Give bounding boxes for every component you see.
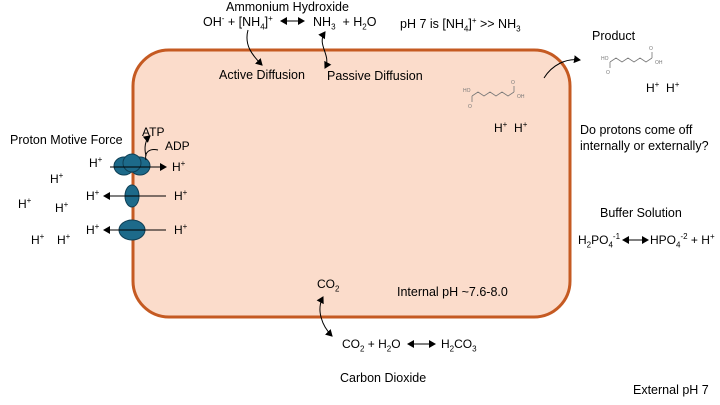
internal-ph-label: Internal pH ~7.6-8.0 — [397, 285, 508, 299]
svg-text:O: O — [649, 46, 653, 52]
buffer-equation-right: HPO4-2 + H+ — [650, 232, 715, 250]
molecule-inside — [471, 86, 515, 102]
proton-int-3: H+ — [174, 222, 188, 238]
active-diffusion-label: Active Diffusion — [219, 68, 305, 82]
proton-ext-4: H+ — [18, 196, 32, 212]
atp-label: ATP — [142, 125, 165, 139]
atp-out-arrow — [142, 135, 151, 157]
proton-ext-5: H+ — [55, 200, 69, 216]
product-protons: H+ H+ — [646, 80, 680, 96]
active-diffusion-arrow — [246, 29, 263, 66]
co2-equation-right: H2CO3 — [441, 337, 477, 354]
product-export-arrow — [543, 55, 581, 79]
proton-ext-3: H+ — [86, 188, 100, 204]
svg-text:O: O — [468, 104, 472, 110]
cell-membrane — [131, 48, 572, 319]
proton-ext-7: H+ — [31, 232, 45, 248]
buffer-title: Buffer Solution — [600, 206, 682, 220]
product-label: Product — [592, 29, 636, 43]
ammonium-title: Ammonium Hydroxide — [226, 0, 349, 14]
molecule-product — [609, 52, 653, 68]
pmf-label: Proton Motive Force — [10, 133, 123, 147]
svg-text:HO: HO — [463, 88, 471, 94]
svg-text:OH: OH — [655, 60, 663, 66]
passive-diffusion-label: Passive Diffusion — [327, 69, 423, 83]
svg-text:O: O — [606, 70, 610, 76]
proton-ext-2: H+ — [50, 171, 64, 187]
ammonium-equation-right: NH3 + H2O — [313, 15, 377, 32]
passive-diffusion-arrow — [318, 31, 332, 69]
proton-int-1: H+ — [172, 159, 186, 175]
svg-text:HO: HO — [601, 56, 609, 62]
svg-text:O: O — [511, 80, 515, 86]
proton-ext-1: H+ — [89, 155, 103, 171]
adp-label: ADP — [165, 139, 190, 153]
external-ph-label: External pH 7 — [633, 383, 709, 397]
ammonium-equation-left: OH- + [NH4]+ — [203, 13, 273, 32]
svg-text:OH: OH — [517, 94, 525, 100]
proton-ext-6: H+ — [86, 222, 100, 238]
atp-adp-curve — [145, 149, 159, 161]
co2-inside: CO2 — [317, 277, 340, 294]
internal-protons-top: H+ H+ — [494, 120, 528, 136]
proton-int-2: H+ — [174, 188, 188, 204]
question-line-1: Do protons come off — [580, 123, 693, 137]
carbon-dioxide-label: Carbon Dioxide — [340, 371, 427, 385]
co2-equation-left: CO2 + H2O — [342, 337, 401, 354]
ph-note: pH 7 is [NH4]+ >> NH3 — [400, 15, 521, 34]
question-line-2: internally or externally? — [580, 139, 709, 153]
co2-diffusion-arrow — [316, 296, 333, 337]
proton-ext-8: H+ — [57, 232, 71, 248]
buffer-equation: H2PO4-1 — [578, 232, 621, 250]
